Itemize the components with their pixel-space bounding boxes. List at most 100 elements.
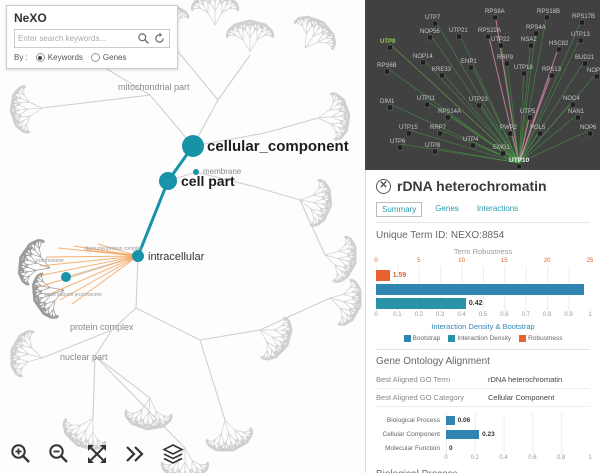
tree-node-label[interactable]: ribonucleoprotein complex <box>84 246 143 252</box>
network-nodes[interactable]: UTP7 RPS8A RPS18B RPS17B NOP56 UTP21 RPS22A RPS… <box>377 9 600 170</box>
collapse-arrows-button[interactable] <box>122 441 148 467</box>
tab-summary[interactable]: Summary <box>376 202 423 217</box>
gene-node-label[interactable]: UTP22 <box>491 37 510 43</box>
tree-node-label[interactable]: protein complex <box>70 322 134 332</box>
gene-node-label[interactable]: UTP9 <box>380 39 396 45</box>
fit-to-screen-button[interactable] <box>84 441 110 467</box>
gene-node-label[interactable]: UTP4 <box>463 137 479 143</box>
gene-node[interactable] <box>437 130 443 137</box>
gene-node[interactable] <box>498 42 504 49</box>
gene-node[interactable] <box>521 70 527 77</box>
gene-node[interactable] <box>533 30 539 37</box>
gene-node[interactable] <box>424 101 430 108</box>
gene-node-label[interactable]: RPS6B <box>377 63 397 69</box>
gene-node-label[interactable]: HSC82 <box>549 41 569 47</box>
gene-node-label[interactable]: NOC4 <box>563 96 580 102</box>
ontology-term-node[interactable] <box>193 169 199 175</box>
gene-node-label[interactable]: RPS18B <box>537 9 560 15</box>
gene-node[interactable] <box>500 150 506 157</box>
gene-node-label[interactable]: DIM1 <box>380 99 395 105</box>
zoom-in-button[interactable] <box>8 441 34 467</box>
gene-node-label[interactable]: UTP13 <box>571 32 590 38</box>
gene-node[interactable] <box>406 130 412 137</box>
ontology-term-node[interactable] <box>61 272 71 282</box>
search-input[interactable] <box>18 34 134 43</box>
gene-node[interactable] <box>397 144 403 151</box>
gene-node-label[interactable]: RPS13 <box>542 67 562 73</box>
gene-node-label[interactable]: UTP18 <box>514 65 533 71</box>
gene-node[interactable] <box>549 72 555 79</box>
gene-node[interactable] <box>384 68 390 75</box>
ontology-term-node[interactable] <box>159 172 177 190</box>
gene-node[interactable] <box>516 163 522 170</box>
gene-node[interactable] <box>570 101 576 108</box>
gene-node[interactable] <box>587 130 593 137</box>
gene-node[interactable] <box>432 148 438 155</box>
tree-node-label[interactable]: mitochondrial part <box>118 82 190 92</box>
gene-node[interactable] <box>427 34 433 41</box>
gene-node-label[interactable]: KRE33 <box>432 67 452 73</box>
gene-node-label[interactable]: RPS22A <box>478 28 501 34</box>
search-box[interactable] <box>14 29 170 48</box>
ontology-term-node[interactable] <box>182 135 204 157</box>
search-icon[interactable] <box>137 32 150 45</box>
radio-genes[interactable] <box>90 53 100 62</box>
interaction-network-panel[interactable]: UTP7 RPS8A RPS18B RPS17B NOP56 UTP21 RPS22A RPS… <box>365 0 600 170</box>
gene-node-label[interactable]: NOP1 <box>587 68 600 74</box>
gene-node[interactable] <box>439 72 445 79</box>
gene-node[interactable] <box>537 130 543 137</box>
gene-node-label[interactable]: UTP10 <box>509 157 530 164</box>
gene-node[interactable] <box>387 104 393 111</box>
gene-node[interactable] <box>420 59 426 66</box>
gene-node-label[interactable]: UTP23 <box>469 97 488 103</box>
gene-node[interactable] <box>432 20 438 27</box>
gene-node-label[interactable]: UTP11 <box>417 96 436 102</box>
gene-node[interactable] <box>456 33 462 40</box>
tree-node-label[interactable]: cell part <box>181 173 235 189</box>
gene-node-label[interactable]: NOP56 <box>420 29 440 35</box>
gene-node-label[interactable]: UTP15 <box>399 125 418 131</box>
gene-node[interactable] <box>582 60 588 67</box>
gene-node[interactable] <box>528 42 534 49</box>
gene-node-label[interactable]: RPS17B <box>572 14 595 20</box>
gene-node-label[interactable]: ENP1 <box>461 59 477 65</box>
gene-node-label[interactable]: RRP9 <box>497 55 514 61</box>
gene-node-label[interactable]: RPS4A <box>526 25 546 31</box>
gene-node[interactable] <box>578 37 584 44</box>
gene-node[interactable] <box>504 60 510 67</box>
gene-node-label[interactable]: NOP6 <box>580 125 597 131</box>
zoom-out-button[interactable] <box>46 441 72 467</box>
gene-node-label[interactable]: UTP21 <box>449 28 468 34</box>
close-icon[interactable]: ✕ <box>376 178 391 194</box>
gene-node[interactable] <box>579 19 585 26</box>
gene-node-label[interactable]: PWP2 <box>500 125 518 131</box>
gene-node-label[interactable]: POL5 <box>530 125 546 131</box>
tree-node-label[interactable]: cellular_component <box>207 138 349 155</box>
gene-node[interactable] <box>470 142 476 149</box>
gene-node-label[interactable]: UTP6 <box>390 139 406 145</box>
gene-node-label[interactable]: NAN1 <box>568 109 585 115</box>
gene-node-label[interactable]: NSA2 <box>521 37 537 43</box>
ontology-term-node[interactable] <box>132 250 144 262</box>
gene-node-label[interactable]: UTP8 <box>425 143 441 149</box>
gene-node[interactable] <box>468 64 474 71</box>
gene-node[interactable] <box>527 114 533 121</box>
gene-node[interactable] <box>507 130 513 137</box>
gene-node[interactable] <box>544 14 550 21</box>
gene-node-label[interactable]: UTP5 <box>520 109 536 115</box>
interaction-network-canvas[interactable]: UTP7 RPS8A RPS18B RPS17B NOP56 UTP21 RPS22A RPS… <box>365 0 600 170</box>
gene-node-label[interactable]: EMG1 <box>493 145 511 151</box>
gene-node-label[interactable]: RPS14A <box>438 109 461 115</box>
gene-node[interactable] <box>476 102 482 109</box>
tree-node-label[interactable]: small subunit processome <box>44 292 102 298</box>
gene-node-label[interactable]: BUD21 <box>575 55 595 61</box>
gene-node[interactable] <box>445 114 451 121</box>
gene-node-label[interactable]: RPS8A <box>485 9 505 15</box>
gene-node-label[interactable]: UTP7 <box>425 15 441 21</box>
gene-node[interactable] <box>575 114 581 121</box>
gene-node[interactable] <box>492 14 498 21</box>
tab-genes[interactable]: Genes <box>435 204 459 213</box>
gene-node[interactable] <box>387 44 393 51</box>
tree-node-label[interactable]: membrane <box>203 167 242 176</box>
